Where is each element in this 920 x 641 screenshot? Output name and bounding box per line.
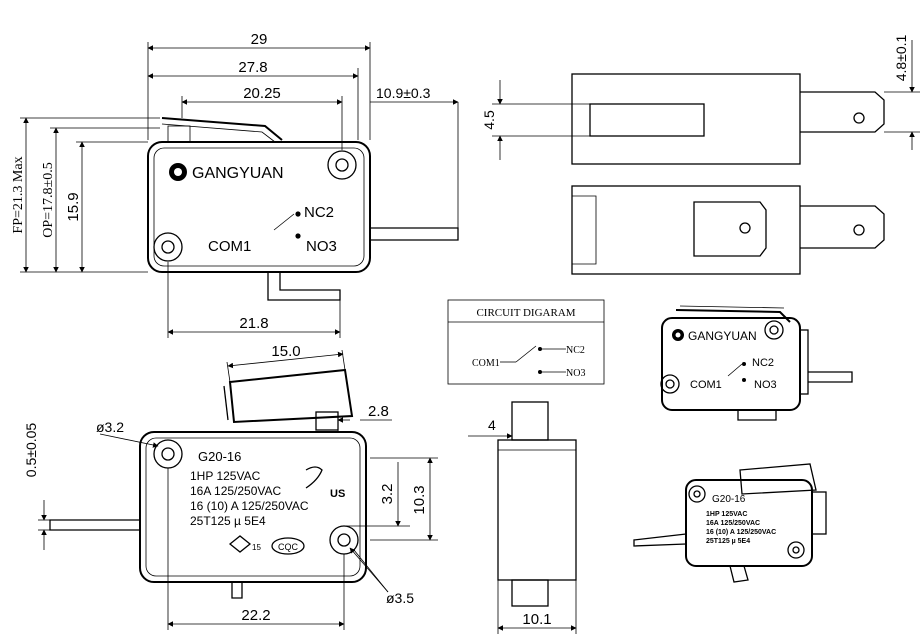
illustration-top-no: NO3	[754, 379, 777, 391]
illustration-lever	[675, 309, 791, 323]
illustration-bottom-rating-1: 1HP 125VAC	[706, 511, 747, 518]
mounting-hole-bottom-left	[153, 232, 183, 262]
dim-0-5: 0.5±0.05	[23, 423, 39, 478]
label-nc: NC2	[304, 204, 334, 221]
safety-mark-icon	[228, 535, 252, 553]
ul-mark-text: US	[330, 488, 345, 500]
circuit-no: NO3	[566, 368, 585, 379]
dim-4: 4	[488, 417, 496, 433]
bottom-view: G20-16 1HP 125VAC 16A 125/250VAC 16 (10)…	[23, 343, 438, 630]
terminal-tab-middle	[693, 201, 767, 257]
illustration-bottom-model: G20-16	[712, 494, 746, 505]
illustration-top-nc: NC2	[752, 357, 774, 369]
dim-15-9: 15.9	[65, 192, 82, 221]
bottom-rating-2: 16A 125/250VAC	[190, 484, 282, 498]
dim-4-8: 4.8±0.1	[893, 34, 909, 81]
bottom-rating-1: 1HP 125VAC	[190, 469, 261, 483]
dim-27-8: 27.8	[238, 59, 267, 76]
dim-hole-small: ø3.2	[96, 419, 124, 435]
terminal-bottom	[267, 272, 341, 301]
dim-15-0: 15.0	[271, 343, 300, 360]
bottom-rating-4: 25T125 µ 5E4	[190, 514, 266, 528]
end-view: 4 10.1	[468, 401, 577, 634]
dim-4-5: 4.5	[481, 110, 497, 130]
illustration-bottom-rating-4: 25T125 µ 5E4	[706, 538, 750, 545]
dim-10-9: 10.9±0.3	[376, 85, 431, 101]
circuit-com: COM1	[472, 358, 500, 369]
bottom-model: G20-16	[198, 449, 241, 464]
brand-name: GANGYUAN	[192, 165, 284, 182]
top-view: GANGYUAN NC2 COM1 NO3 29 27.8 20.25 10.9…	[11, 31, 459, 338]
dim-20-25: 20.25	[243, 85, 281, 102]
mark-cqc: CQC	[278, 542, 299, 552]
dim-21-8: 21.8	[239, 315, 268, 332]
bottom-body-outline	[139, 431, 367, 583]
mounting-hole-top-right-inner	[335, 158, 349, 172]
dim-hole-large: ø3.5	[386, 590, 414, 606]
actuator-lever	[161, 117, 283, 141]
terminal-tab-upper	[800, 91, 885, 133]
illustration-bottom-rating-2: 16A 125/250VAC	[706, 520, 760, 527]
ul-mark-icon	[305, 466, 323, 489]
terminal-tab-lower	[800, 205, 885, 249]
circuit-nc: NC2	[566, 345, 585, 356]
illustration-top-com: COM1	[690, 379, 722, 391]
hole-large	[329, 525, 359, 555]
cqc-mark-icon	[271, 537, 305, 555]
illustration-top: GANGYUAN NC2 COM1 NO3	[660, 305, 853, 421]
illustration-bottom: G20-16 1HP 125VAC 16A 125/250VAC 16 (10)…	[633, 463, 827, 583]
side-view-lower	[571, 185, 885, 275]
hole-small	[153, 439, 183, 469]
label-no: NO3	[306, 238, 337, 255]
circuit-diagram: CIRCUIT DIGARAM COM1 NC2 NO3	[447, 299, 605, 385]
illustration-top-brand: GANGYUAN	[688, 329, 757, 343]
dim-op: OP=17.8±0.5	[41, 162, 56, 237]
circuit-title: CIRCUIT DIGARAM	[476, 307, 575, 319]
side-view-upper: 4.5 4.8±0.1	[481, 34, 920, 165]
mounting-hole-top-right	[327, 150, 357, 180]
label-com: COM1	[208, 238, 251, 255]
bottom-rating-3: 16 (10) A 125/250VAC	[190, 499, 309, 513]
dim-10-3: 10.3	[411, 485, 428, 514]
mounting-hole-bottom-left-inner	[161, 240, 175, 254]
mark-15: 15	[252, 543, 261, 552]
switch-body-outline	[147, 141, 371, 273]
dim-22-2: 22.2	[241, 607, 270, 624]
dim-29: 29	[251, 31, 268, 48]
actuator-lever-inner	[161, 123, 276, 143]
terminal-right	[370, 227, 459, 241]
dim-10-1: 10.1	[522, 611, 551, 628]
dim-2-8: 2.8	[368, 403, 389, 420]
dim-fp: FP=21.3 Max	[11, 156, 26, 233]
dim-3-2: 3.2	[379, 484, 396, 505]
switch-body-inner-outline	[153, 147, 365, 267]
illustration-bottom-rating-3: 16 (10) A 125/250VAC	[706, 529, 776, 536]
bottom-lever	[228, 368, 354, 424]
actuator-plunger	[167, 125, 191, 143]
